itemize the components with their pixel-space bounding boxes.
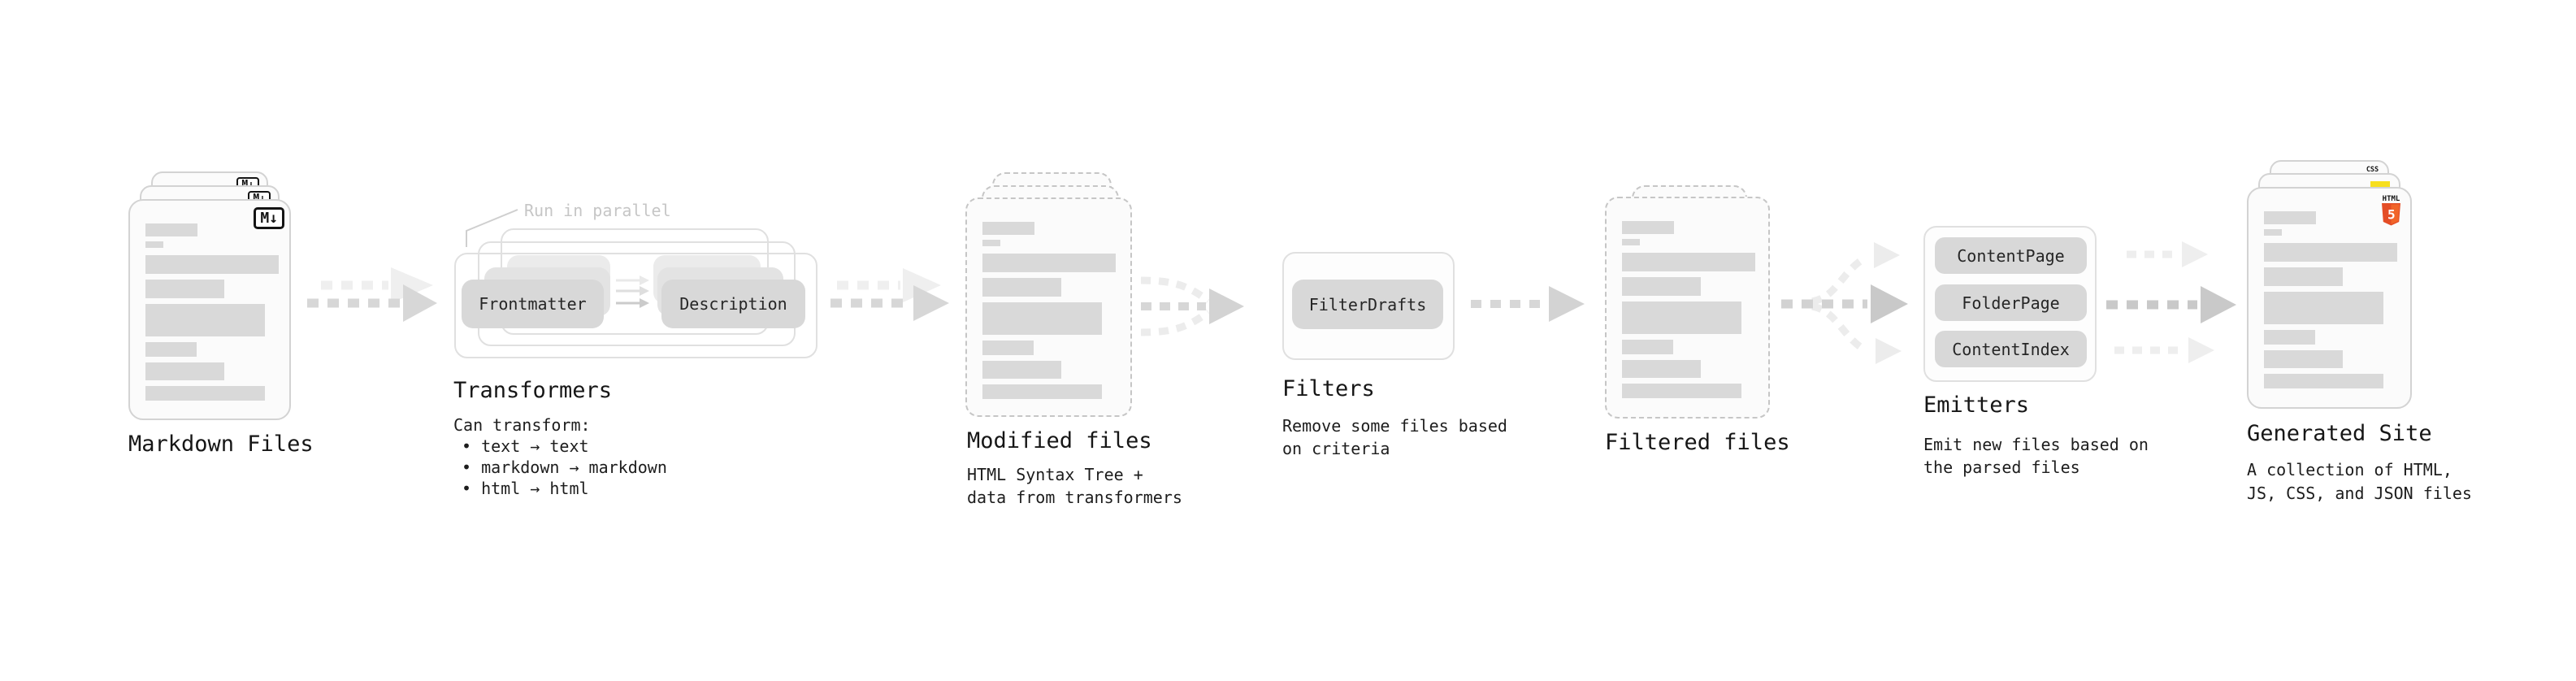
text-line-bar — [2264, 211, 2316, 224]
markdown-file-card: M↓ — [128, 199, 291, 420]
transformers-title: Transformers — [453, 378, 613, 403]
text-line-bar — [2264, 229, 2282, 236]
text-line-bar — [145, 223, 197, 236]
transform-bullet: • markdown → markdown — [462, 458, 667, 477]
text-line-bar — [145, 304, 265, 336]
text-line-bar — [1622, 360, 1701, 378]
text-line-bar — [982, 240, 1000, 246]
text-line-bar — [2264, 292, 2383, 324]
emitters-description: Emit new files based on the parsed files — [1923, 435, 2149, 477]
emitters-title: Emitters — [1923, 393, 2030, 418]
text-line-bar — [982, 384, 1102, 399]
flow-arrow-modified-to-filters-merge — [1140, 276, 1244, 336]
generated-site-title: Generated Site — [2247, 421, 2432, 446]
flow-arrow-filters-to-filtered — [1471, 286, 1585, 322]
text-line-bar — [145, 362, 224, 380]
transformers-description: Can transform: • text → text • markdown … — [453, 414, 667, 499]
text-line-bar — [1622, 221, 1674, 234]
svg-text:CSS: CSS — [2366, 166, 2379, 174]
modified-file-card — [965, 197, 1132, 417]
text-line-bar — [2264, 243, 2397, 262]
text-line-bar — [1622, 384, 1741, 398]
modified-files-title: Modified files — [967, 428, 1152, 453]
text-line-bar — [2264, 330, 2315, 345]
text-line-bar — [145, 241, 163, 248]
text-line-bar — [1622, 277, 1701, 296]
flow-arrow-transformers-to-modified — [830, 268, 949, 321]
text-line-bar — [1622, 340, 1673, 354]
generated-site-description: A collection of HTML, JS, CSS, and JSON … — [2247, 460, 2472, 503]
run-in-parallel-connector — [466, 209, 518, 247]
filtered-files-title: Filtered files — [1605, 430, 1790, 455]
transform-bullet: • html → html — [462, 479, 589, 498]
can-transform-heading: Can transform: — [453, 415, 591, 435]
text-line-bar — [982, 254, 1116, 272]
text-line-bar — [982, 361, 1061, 379]
flow-arrows-emitters-to-site — [2106, 241, 2236, 363]
modified-files-description: HTML Syntax Tree + data from transformer… — [967, 465, 1182, 507]
contentindex-box: ContentIndex — [1935, 331, 2087, 367]
svg-text:HTML: HTML — [2383, 195, 2400, 203]
filters-description: Remove some files based on criteria — [1282, 416, 1507, 458]
text-line-bar — [145, 342, 197, 357]
filters-title: Filters — [1282, 376, 1375, 401]
text-line-bar — [1622, 239, 1640, 245]
flow-arrow-filtered-to-emitters-fanout — [1781, 242, 1908, 364]
markdown-files-title: Markdown Files — [128, 432, 314, 457]
text-line-bar — [2264, 350, 2343, 368]
html5-icon: HTML 5 — [2382, 195, 2400, 226]
description-box: Description — [661, 280, 805, 328]
text-line-bar — [1622, 253, 1755, 271]
contentpage-box: ContentPage — [1935, 237, 2087, 274]
text-line-bar — [145, 280, 224, 298]
transformer-inner-arrows — [616, 275, 649, 308]
folderpage-box: FolderPage — [1935, 284, 2087, 321]
transformer-frame-front — [454, 253, 817, 358]
svg-text:5: 5 — [2387, 207, 2396, 223]
text-line-bar — [145, 255, 279, 274]
text-line-bar — [145, 386, 265, 401]
transform-bullet: • text → text — [462, 436, 589, 456]
text-line-bar — [982, 278, 1061, 297]
frontmatter-box: Frontmatter — [462, 280, 604, 328]
filtered-file-card — [1605, 197, 1770, 419]
text-line-bar — [982, 302, 1102, 335]
site-file-card-html: HTML 5 — [2247, 187, 2412, 409]
filterdrafts-box: FilterDrafts — [1292, 280, 1443, 329]
run-in-parallel-note: Run in parallel — [524, 201, 671, 220]
markdown-icon: M↓ — [254, 207, 284, 229]
text-line-bar — [2264, 374, 2383, 388]
text-line-bar — [1622, 301, 1741, 334]
flow-arrow-markdown-to-transformers — [307, 267, 437, 322]
text-line-bar — [982, 222, 1034, 235]
text-line-bar — [2264, 267, 2343, 286]
text-line-bar — [982, 340, 1034, 355]
